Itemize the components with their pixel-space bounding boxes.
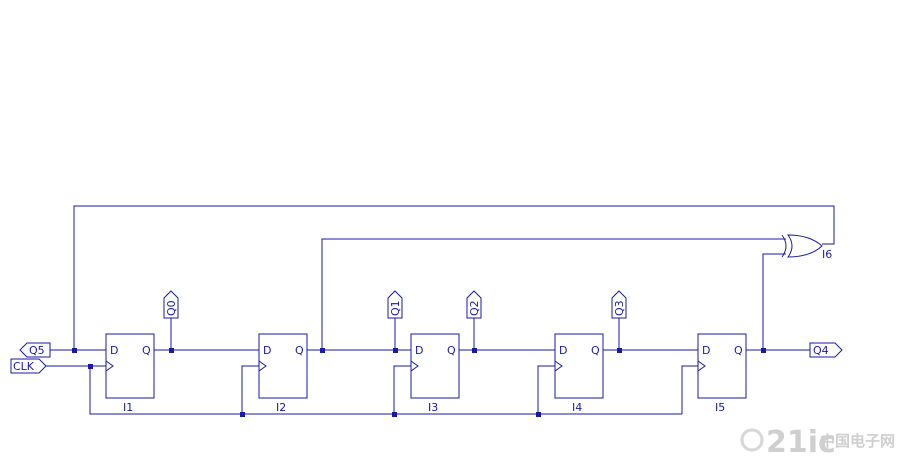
xor-gate-i6[interactable]: I6 xyxy=(781,234,832,261)
flipflop-body xyxy=(258,333,308,399)
q-pin-label: Q xyxy=(447,344,456,357)
q-pin-label: Q xyxy=(591,344,600,357)
watermark: 21ic 中国电子网 xyxy=(740,425,895,460)
xor-body-icon xyxy=(787,234,823,258)
q-pin-label: Q xyxy=(295,344,304,357)
junction-dot xyxy=(320,348,325,353)
watermark-subtext: 中国电子网 xyxy=(820,432,895,450)
output-port-flag-icon xyxy=(809,342,843,358)
port-label: Q3 xyxy=(613,300,626,316)
flipflop-i5[interactable]: D Q I5 xyxy=(697,333,747,414)
wire-clk-i3 xyxy=(393,365,411,414)
junction-dot xyxy=(761,348,766,353)
instance-label: I2 xyxy=(276,401,286,414)
wire-clk-i5 xyxy=(681,365,698,414)
junction-dots xyxy=(72,348,766,417)
wire-clk-bus xyxy=(89,366,682,415)
input-port-flag-icon xyxy=(10,358,47,374)
port-q1[interactable]: Q1 xyxy=(387,290,403,319)
junction-dot xyxy=(536,412,541,417)
instance-label: I5 xyxy=(715,401,725,414)
clock-triangle-icon xyxy=(258,360,267,372)
d-pin-label: D xyxy=(110,344,118,357)
flipflop-i4[interactable]: D Q I4 xyxy=(554,333,604,414)
q-pin-label: Q xyxy=(142,344,151,357)
junction-dot xyxy=(617,348,622,353)
instance-label: I4 xyxy=(572,401,582,414)
output-port-flag-icon xyxy=(466,290,482,319)
instance-label: I6 xyxy=(822,248,832,261)
xor-input-arc-icon xyxy=(781,234,787,258)
instance-label: I1 xyxy=(123,401,133,414)
flipflop-body xyxy=(697,333,747,399)
output-port-flag-icon xyxy=(387,290,403,319)
port-q0[interactable]: Q0 xyxy=(163,290,179,319)
flipflop-body xyxy=(410,333,460,399)
port-q2[interactable]: Q2 xyxy=(466,290,482,319)
junction-dot xyxy=(169,348,174,353)
flipflop-i2[interactable]: D Q I2 xyxy=(258,333,308,414)
clock-triangle-icon xyxy=(554,360,563,372)
wire-clk-i2 xyxy=(241,365,259,414)
output-port-flag-icon xyxy=(163,290,179,319)
q-pin-label: Q xyxy=(734,344,743,357)
port-clk[interactable]: CLK xyxy=(10,358,47,374)
port-label: Q2 xyxy=(468,300,481,316)
junction-dot xyxy=(240,412,245,417)
d-pin-label: D xyxy=(263,344,271,357)
input-port-flag-icon xyxy=(19,342,51,358)
port-q3[interactable]: Q3 xyxy=(611,290,627,319)
output-port-flag-icon xyxy=(611,290,627,319)
port-q5[interactable]: Q5 xyxy=(19,342,51,358)
d-pin-label: D xyxy=(415,344,423,357)
watermark-logo-icon xyxy=(740,428,764,452)
junction-dot xyxy=(88,364,93,369)
port-label: Q4 xyxy=(813,344,829,357)
d-pin-label: D xyxy=(559,344,567,357)
port-q4[interactable]: Q4 xyxy=(809,342,843,358)
junction-dot xyxy=(392,412,397,417)
flipflop-body xyxy=(554,333,604,399)
wire-clk-i4 xyxy=(537,365,555,414)
port-label: Q1 xyxy=(389,300,402,316)
watermark-text: 21ic xyxy=(766,425,836,460)
junction-dot xyxy=(472,348,477,353)
port-label: Q5 xyxy=(29,344,45,357)
wire-xor-in-a xyxy=(321,238,786,350)
instance-label: I3 xyxy=(428,401,438,414)
flipflop-i3[interactable]: D Q I3 xyxy=(410,333,460,414)
d-pin-label: D xyxy=(702,344,710,357)
flipflop-body xyxy=(105,333,155,399)
wire-xor-feedback xyxy=(73,205,835,350)
flipflop-i1[interactable]: D Q I1 xyxy=(105,333,155,414)
port-label: CLK xyxy=(13,360,35,373)
clock-triangle-icon xyxy=(410,360,419,372)
junction-dot xyxy=(72,348,77,353)
port-label: Q0 xyxy=(165,300,178,316)
clock-triangle-icon xyxy=(697,360,706,372)
junction-dot xyxy=(393,348,398,353)
wire-xor-in-b xyxy=(762,253,786,350)
clock-triangle-icon xyxy=(105,360,114,372)
